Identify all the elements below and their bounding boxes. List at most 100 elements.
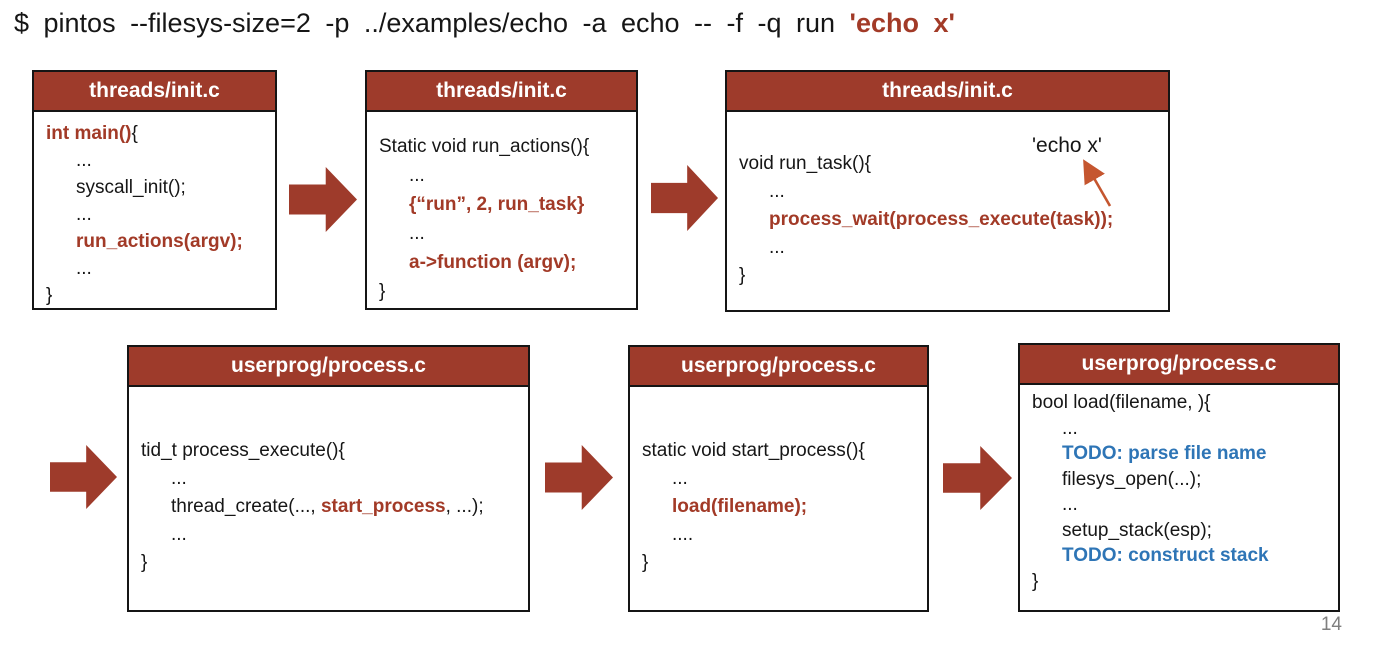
code-line: ... [739,178,1156,206]
command-text: $ pintos --filesys-size=2 -p ../examples… [14,8,850,38]
code-line: ... [379,161,624,190]
code-segment: filesys_open(...); [1062,468,1202,490]
code-line: ... [642,465,915,493]
code-segment: syscall_init(); [76,177,186,198]
code-line: ... [379,219,624,248]
code-line: ... [141,465,516,493]
box-title: userprog/process.c [630,347,927,387]
code-line: .... [642,521,915,549]
code-line: ... [46,147,263,174]
code-line: setup_stack(esp); [1032,518,1326,544]
code-line: } [46,282,263,309]
code-segment: } [739,265,746,286]
code-line: static void start_process(){ [642,437,915,465]
code-segment: .... [672,524,694,545]
code-line: int main(){ [46,120,263,147]
box-body: tid_t process_execute(){... thread_create… [129,387,528,577]
code-segment: TODO: construct stack [1062,545,1269,566]
box-body: bool load(filename, ){... TODO: parse fil… [1020,385,1338,594]
code-segment: load(filename); [672,496,808,517]
code-segment: Static void run_actions(){ [379,136,590,157]
code-segment: ... [769,181,785,202]
flow-arrow-icon [289,167,357,232]
box-title: threads/init.c [34,72,275,112]
code-segment: start_process [320,496,446,517]
code-segment: process_wait(process_execute(task)); [769,209,1114,230]
code-line: TODO: construct stack [1032,543,1326,569]
box-body: void run_task(){... process_wait(process_… [727,112,1168,290]
page-number: 14 [1320,614,1342,635]
box-body: Static void run_actions(){... {“run”, 2, … [367,112,636,306]
code-line: thread_create(..., start_process, ...); [141,493,516,521]
box-body: int main(){... syscall_init();... run_acti… [34,112,275,309]
code-box-run-task: threads/init.c void run_task(){... proces… [725,70,1170,312]
code-segment: TODO: parse file name [1062,443,1267,464]
code-box-start-process: userprog/process.c static void start_pro… [628,345,929,612]
code-segment: thread_create(..., [171,496,321,517]
code-line: a->function (argv); [379,248,624,277]
echo-x-annotation: 'echo x' [1032,134,1102,157]
code-segment: ... [1062,417,1078,439]
code-segment: , ...); [445,496,484,517]
code-segment: a->function (argv); [409,252,577,273]
code-box-init-main: threads/init.c int main(){... syscall_ini… [32,70,277,310]
code-line: bool load(filename, ){ [1032,390,1326,416]
code-segment: ... [409,165,425,186]
code-line: Static void run_actions(){ [379,132,624,161]
code-line: } [642,549,915,577]
box-title: userprog/process.c [129,347,528,387]
code-segment: {“run”, 2, run_task} [409,194,585,215]
flow-arrow-icon [943,446,1012,510]
code-segment: ... [76,258,92,279]
code-segment: void run_task(){ [739,153,872,174]
box-title: threads/init.c [727,72,1168,112]
code-box-load: userprog/process.c bool load(filename, )… [1018,343,1340,612]
code-segment: bool load(filename, ){ [1032,392,1211,413]
code-line: process_wait(process_execute(task)); [739,206,1156,234]
box-body: static void start_process(){... load(file… [630,387,927,577]
code-line: {“run”, 2, run_task} [379,190,624,219]
code-segment: } [379,281,386,302]
code-segment: } [46,285,53,306]
code-segment: ... [672,468,688,489]
code-segment: ... [171,524,187,545]
code-segment: } [1032,570,1039,592]
code-segment: ... [769,237,785,258]
code-segment: { [131,123,138,144]
flow-arrow-icon [50,445,117,509]
code-segment: tid_t process_execute(){ [141,440,345,461]
flow-arrow-icon [545,445,613,510]
code-line: syscall_init(); [46,174,263,201]
code-box-process-execute: userprog/process.c tid_t process_execute… [127,345,530,612]
code-segment: } [141,552,148,573]
command-highlight: 'echo x' [849,8,955,38]
code-segment: int main() [46,123,132,144]
code-line: void run_task(){ [739,150,1156,178]
code-line: run_actions(argv); [46,228,263,255]
code-box-run-actions: threads/init.c Static void run_actions()… [365,70,638,310]
code-line: } [379,277,624,306]
code-segment: ... [1062,494,1078,515]
box-title: userprog/process.c [1020,345,1338,385]
code-segment: run_actions(argv); [76,231,243,252]
code-segment: } [642,552,649,573]
code-segment: setup_stack(esp); [1062,519,1212,541]
code-segment: ... [76,150,92,171]
code-line: } [141,549,516,577]
annotation-arrow-icon [1083,159,1112,207]
code-segment: ... [171,468,187,489]
code-line: ... [46,201,263,228]
flow-arrow-icon [651,165,718,231]
code-segment: ... [76,204,92,225]
code-line: load(filename); [642,493,915,521]
code-line: ... [141,521,516,549]
code-line: filesys_open(...); [1032,467,1326,493]
code-line: } [739,262,1156,290]
box-title: threads/init.c [367,72,636,112]
code-segment: static void start_process(){ [642,440,865,461]
code-line: ... [739,234,1156,262]
code-line: ... [1032,492,1326,518]
code-line: TODO: parse file name [1032,441,1326,467]
pintos-command-line: $ pintos --filesys-size=2 -p ../examples… [14,8,955,39]
